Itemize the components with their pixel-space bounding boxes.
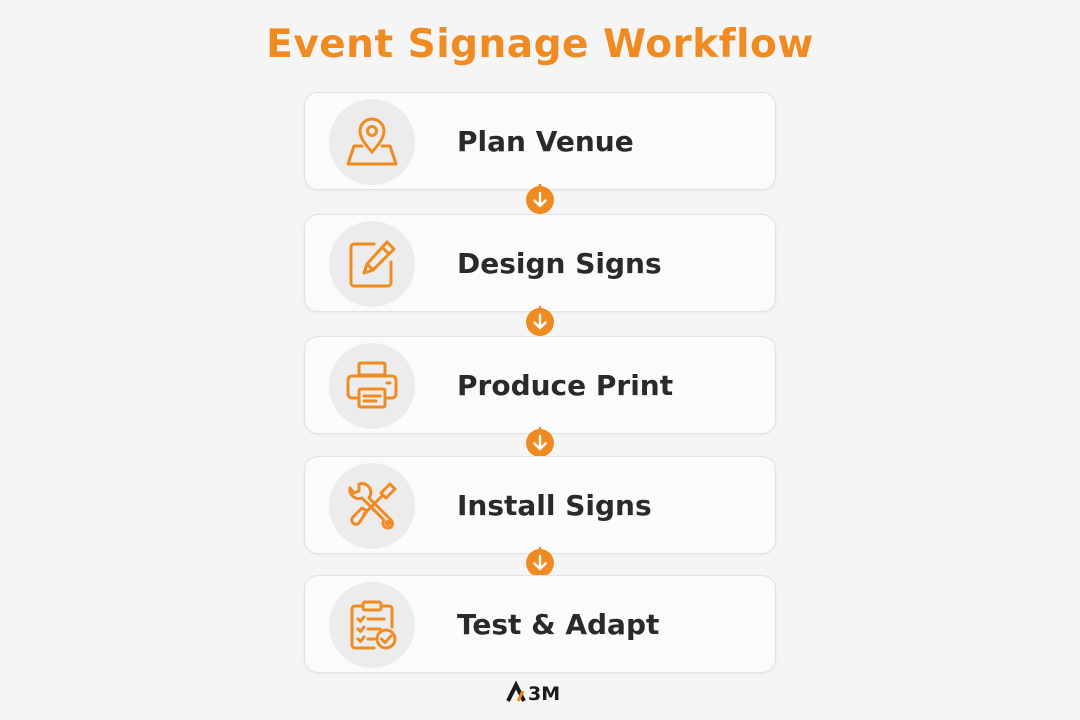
icon-circle [329, 99, 415, 185]
svg-text:3M: 3M [528, 683, 560, 704]
clipboard-check-icon [350, 600, 397, 650]
step-card-plan-venue: Plan Venue [304, 92, 776, 190]
wrench-screwdriver-icon [348, 482, 397, 530]
step-card-install-signs: Install Signs [304, 456, 776, 554]
diagram-title: Event Signage Workflow [266, 22, 814, 67]
printer-icon [346, 361, 398, 409]
step-label: Test & Adapt [457, 608, 660, 641]
edit-pencil-icon [349, 240, 396, 288]
step-label: Design Signs [457, 247, 662, 280]
icon-circle [329, 221, 415, 307]
step-card-test-adapt: Test & Adapt [304, 575, 776, 673]
step-label: Install Signs [457, 489, 652, 522]
icon-circle [329, 343, 415, 429]
step-card-produce-print: Produce Print [304, 336, 776, 434]
step-label: Plan Venue [457, 125, 634, 158]
map-pin-icon [346, 117, 398, 166]
icon-circle [329, 582, 415, 668]
step-label: Produce Print [457, 369, 674, 402]
brand-logo: 3M [506, 680, 560, 704]
step-card-design-signs: Design Signs [304, 214, 776, 312]
icon-circle [329, 463, 415, 549]
